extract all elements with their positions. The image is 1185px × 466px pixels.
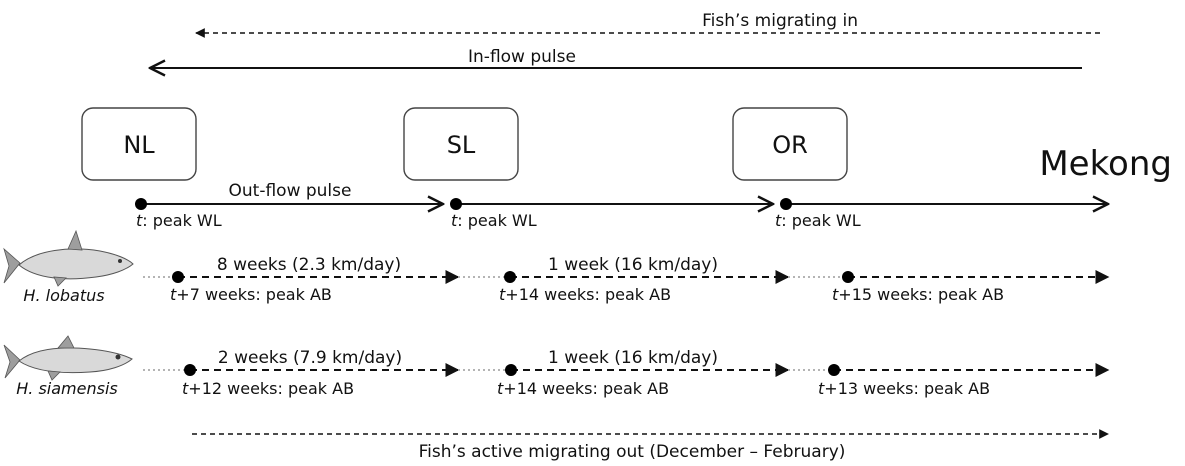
siamensis-peak-label-2: t+14 weeks: peak AB — [497, 379, 669, 398]
lobatus-segment-label-2: 1 week (16 km/day) — [548, 255, 718, 275]
peak-wl-point-or — [780, 198, 792, 210]
lobatus-peak-point-2 — [504, 271, 516, 283]
fish-in-label: Fish’s migrating in — [702, 11, 858, 31]
site-label-nl: NL — [123, 131, 155, 159]
site-label-or: OR — [772, 131, 808, 159]
species-label-h-siamensis: H. siamensis — [16, 379, 117, 398]
lobatus-peak-point-1 — [172, 271, 184, 283]
siamensis-peak-point-2 — [505, 364, 517, 376]
siamensis-peak-label-3: t+13 weeks: peak AB — [818, 379, 990, 398]
peak-wl-point-sl — [450, 198, 462, 210]
site-box-sl: SL — [403, 107, 519, 181]
h-siamensis-fish-image — [3, 335, 133, 381]
lobatus-peak-point-3 — [842, 271, 854, 283]
peak-wl-point-nl — [135, 198, 147, 210]
species-label-h-lobatus: H. lobatus — [23, 286, 104, 305]
site-box-nl: NL — [81, 107, 197, 181]
site-box-or: OR — [732, 107, 848, 181]
river-label: Mekong — [1039, 144, 1172, 184]
site-label-sl: SL — [447, 131, 476, 159]
lobatus-peak-label-1: t+7 weeks: peak AB — [170, 285, 332, 304]
fish-out-label: Fish’s active migrating out (December – … — [419, 442, 846, 462]
lobatus-segment-label-1: 8 weeks (2.3 km/day) — [217, 255, 401, 275]
lobatus-peak-label-3: t+15 weeks: peak AB — [832, 285, 1004, 304]
peak-wl-label-sl: t: peak WL — [451, 211, 537, 230]
siamensis-peak-point-3 — [828, 364, 840, 376]
siamensis-peak-label-1: t+12 weeks: peak AB — [182, 379, 354, 398]
peak-wl-label-or: t: peak WL — [775, 211, 861, 230]
peak-wl-label-nl: t: peak WL — [136, 211, 222, 230]
outflow-label: Out-flow pulse — [229, 181, 352, 201]
siamensis-segment-label-2: 1 week (16 km/day) — [548, 348, 718, 368]
siamensis-peak-point-1 — [184, 364, 196, 376]
inflow-label: In-flow pulse — [468, 47, 576, 67]
siamensis-segment-label-1: 2 weeks (7.9 km/day) — [218, 348, 402, 368]
lobatus-peak-label-2: t+14 weeks: peak AB — [499, 285, 671, 304]
h-lobatus-fish-image — [3, 229, 134, 287]
